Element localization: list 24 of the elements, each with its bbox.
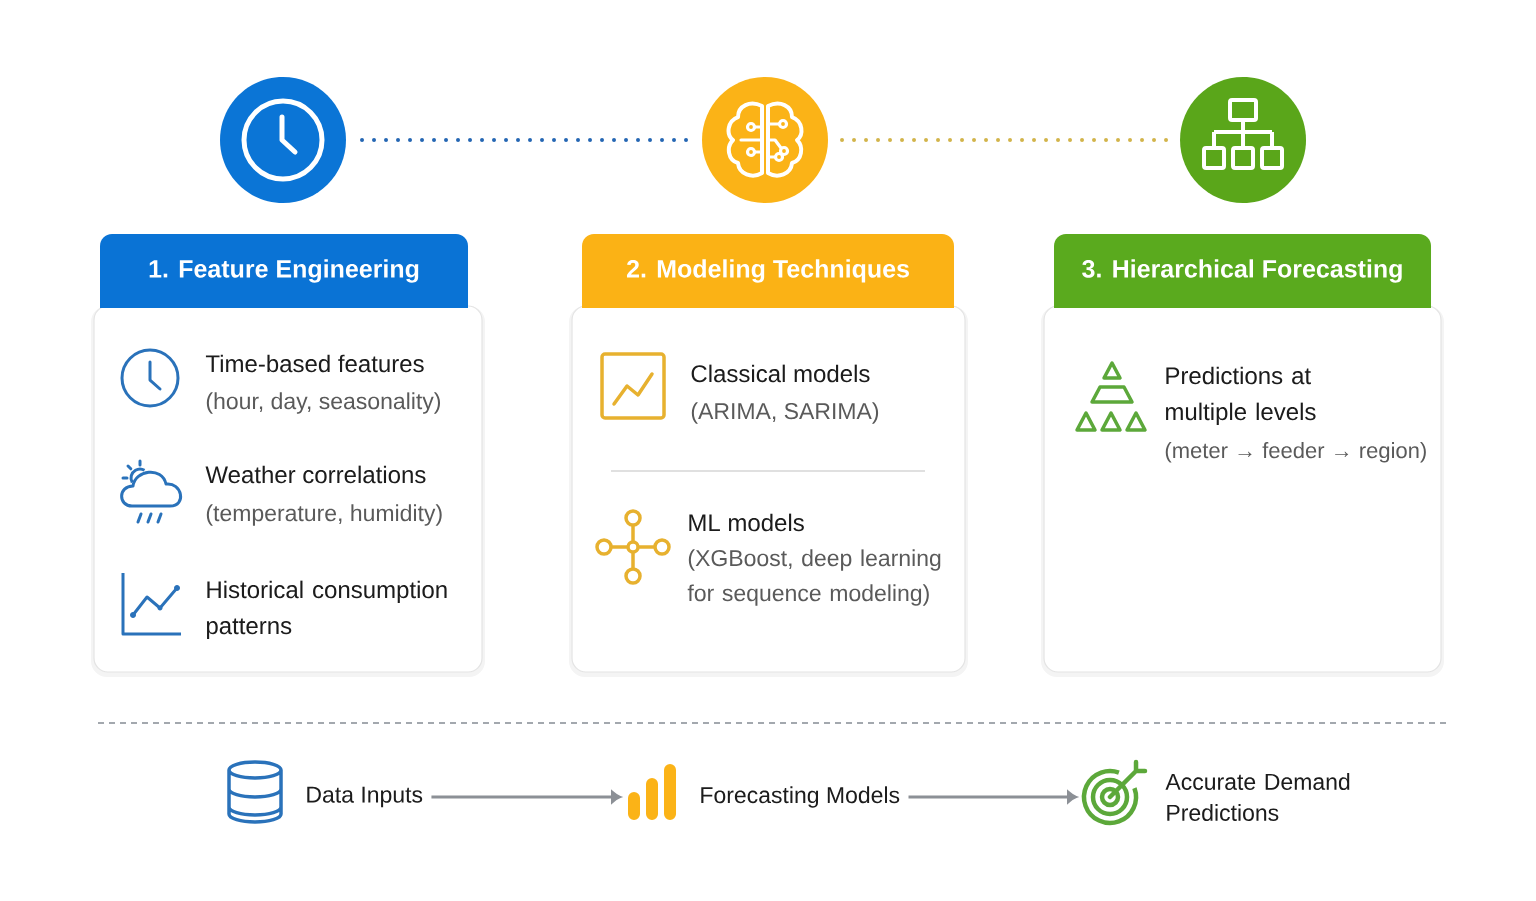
hierarchy-icon	[1180, 77, 1306, 203]
header-band: 1. Feature Engineering	[100, 234, 468, 308]
step-label: Data Inputs	[307, 786, 423, 808]
item-detail: (XGBoost, deep learning for sequence modeling)	[687, 549, 941, 606]
arrow	[431, 790, 622, 804]
item-detail: (hour, day, seasonality)	[206, 392, 441, 414]
item-detail: (meter → feeder → region)	[1165, 442, 1426, 463]
dotted-line	[360, 138, 689, 142]
clock-icon	[220, 77, 346, 203]
header-band: 2. Modeling Techniques	[582, 234, 954, 308]
arrow	[908, 790, 1078, 804]
item-title: Weather correlations	[205, 465, 426, 484]
step-label: Accurate Demand Predictions	[1165, 773, 1350, 821]
item-title: ML models	[689, 513, 804, 532]
item-detail: (temperature, humidity)	[206, 504, 442, 526]
item-title: Predictions at multiple levels	[1166, 366, 1316, 425]
item-title: Time-based features	[205, 354, 424, 373]
header-band: 3. Hierarchical Forecasting	[1054, 234, 1431, 308]
item-title: Historical consumption patterns	[206, 580, 447, 639]
step-label: Forecasting Models	[701, 786, 900, 808]
item-title: Classical models	[691, 364, 870, 383]
item-detail: (ARIMA, SARIMA)	[691, 402, 879, 424]
brain-icon	[702, 77, 828, 203]
dotted-line	[840, 138, 1169, 142]
